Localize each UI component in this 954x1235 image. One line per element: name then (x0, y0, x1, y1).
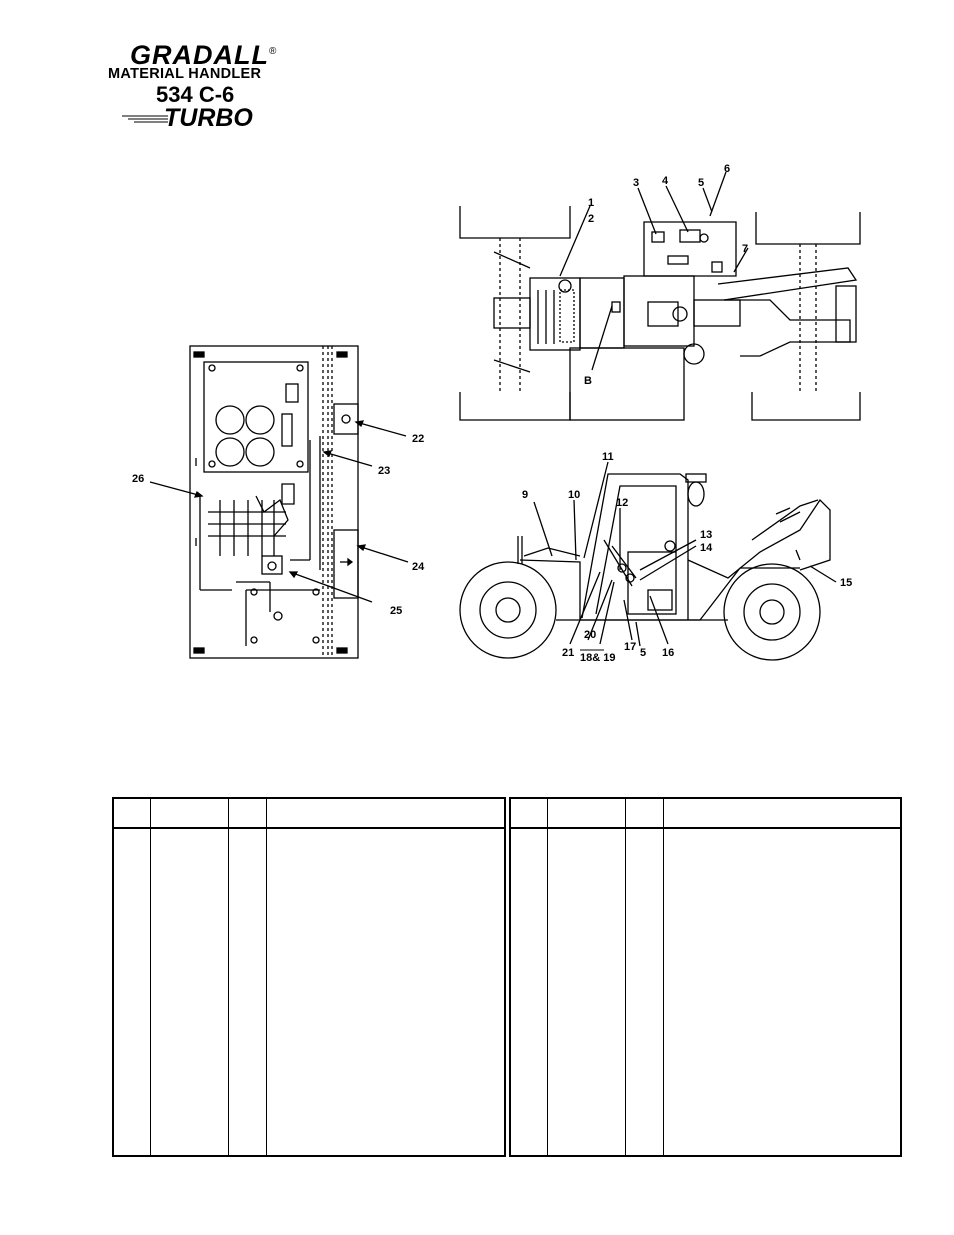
callout-14: 14 (700, 542, 713, 554)
parts-table-left (112, 797, 506, 1157)
parts-table-right (509, 797, 902, 1157)
top-view-drawing (459, 171, 861, 421)
gradall-logo: GRADALL® MATERIAL HANDLER 534 C-6 TURBO (104, 36, 304, 136)
speed-lines-icon (122, 115, 168, 123)
callout-labels: 1 2 3 4 5 6 7 B 9 10 11 12 13 14 15 16 1… (132, 163, 852, 664)
callout-5b: 5 (640, 647, 646, 659)
side-view-drawing (459, 461, 837, 661)
logo-variant: TURBO (164, 104, 253, 132)
logo-subtitle: MATERIAL HANDLER (108, 66, 262, 82)
parts-table-right-header (511, 799, 900, 829)
callout-1: 1 (588, 197, 594, 209)
callout-12: 12 (616, 497, 628, 509)
callout-22: 22 (412, 433, 424, 445)
callout-23: 23 (378, 465, 390, 477)
callout-24: 24 (412, 561, 425, 573)
callout-11: 11 (602, 451, 614, 463)
callout-25: 25 (390, 605, 402, 617)
control-panel-drawing (149, 345, 409, 659)
callout-16: 16 (662, 647, 674, 659)
callout-13: 13 (700, 529, 712, 541)
callout-7: 7 (742, 243, 748, 255)
callout-9: 9 (522, 489, 528, 501)
callout-10: 10 (568, 489, 580, 501)
callout-17: 17 (624, 641, 636, 653)
callout-5: 5 (698, 177, 704, 189)
logo-model: 534 C-6 (156, 82, 235, 107)
table-column-divider (228, 799, 229, 1155)
parts-table-left-header (114, 799, 504, 829)
table-column-divider (150, 799, 151, 1155)
callout-3: 3 (633, 177, 639, 189)
callout-20: 20 (584, 629, 596, 641)
callout-26: 26 (132, 473, 144, 485)
decal-location-drawings: 1 2 3 4 5 6 7 B 9 10 11 12 13 14 15 16 1… (132, 163, 861, 664)
callout-18-19: 18& 19 (580, 652, 615, 664)
callout-4: 4 (662, 175, 669, 187)
brand-name: GRADALL® (130, 40, 278, 70)
table-column-divider (663, 799, 664, 1155)
table-column-divider (625, 799, 626, 1155)
callout-6: 6 (724, 163, 730, 175)
table-column-divider (547, 799, 548, 1155)
callout-21: 21 (562, 647, 574, 659)
callout-2: 2 (588, 213, 594, 225)
table-column-divider (266, 799, 267, 1155)
callout-15: 15 (840, 577, 852, 589)
callout-B: B (584, 375, 592, 387)
